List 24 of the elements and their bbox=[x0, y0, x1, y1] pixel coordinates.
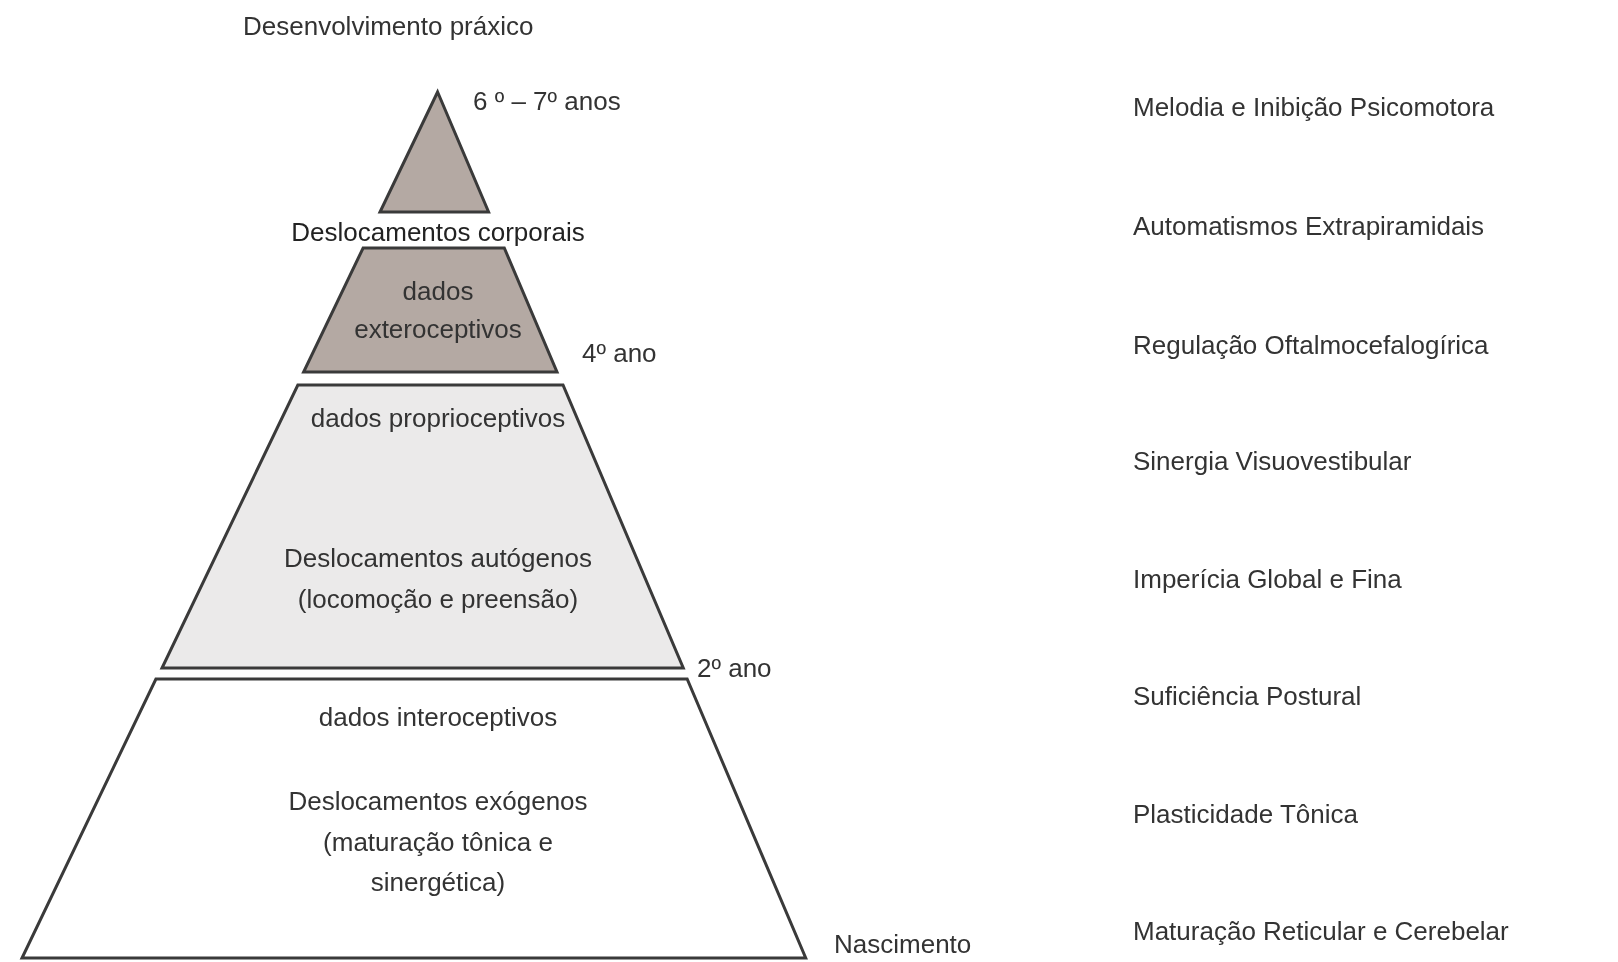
age-label: 6 º – 7º anos bbox=[473, 86, 621, 116]
layer-text: (maturação tônica e sinergética) bbox=[322, 826, 554, 899]
stage-label: Melodia e Inibição Psicomotora bbox=[1133, 91, 1495, 123]
stage-label: Plasticidade Tônica bbox=[1133, 798, 1358, 830]
layer-text: dados proprioceptivos bbox=[309, 402, 567, 435]
stage-label: Maturação Reticular e Cerebelar bbox=[1133, 915, 1509, 947]
layer-text: (locomoção e preensão) bbox=[296, 583, 580, 616]
stage-label: Regulação Oftalmocefalogírica bbox=[1133, 329, 1489, 361]
diagram-title: Desenvolvimento práxico bbox=[243, 10, 534, 42]
layer-text: Deslocamentos autógenos bbox=[283, 542, 593, 575]
age-label: 2º ano bbox=[697, 653, 772, 683]
layer-text: Deslocamentos corporais bbox=[290, 217, 586, 247]
stage-label: Suficiência Postural bbox=[1133, 680, 1362, 712]
stage-label: Automatismos Extrapiramidais bbox=[1133, 210, 1485, 242]
age-label: Nascimento bbox=[834, 929, 972, 959]
stage-label: Imperícia Global e Fina bbox=[1133, 563, 1402, 595]
pyramid-layer bbox=[378, 90, 491, 214]
stage-label: Sinergia Visuovestibular bbox=[1133, 445, 1412, 477]
pyramid-layer bbox=[159, 383, 685, 670]
layer-text: Deslocamentos exógenos bbox=[287, 785, 589, 818]
pyramid-layer bbox=[20, 677, 809, 960]
age-label: 4º ano bbox=[582, 338, 657, 368]
layer-text: dados exteroceptivos bbox=[353, 275, 523, 346]
layer-text: dados interoceptivos bbox=[317, 701, 559, 734]
